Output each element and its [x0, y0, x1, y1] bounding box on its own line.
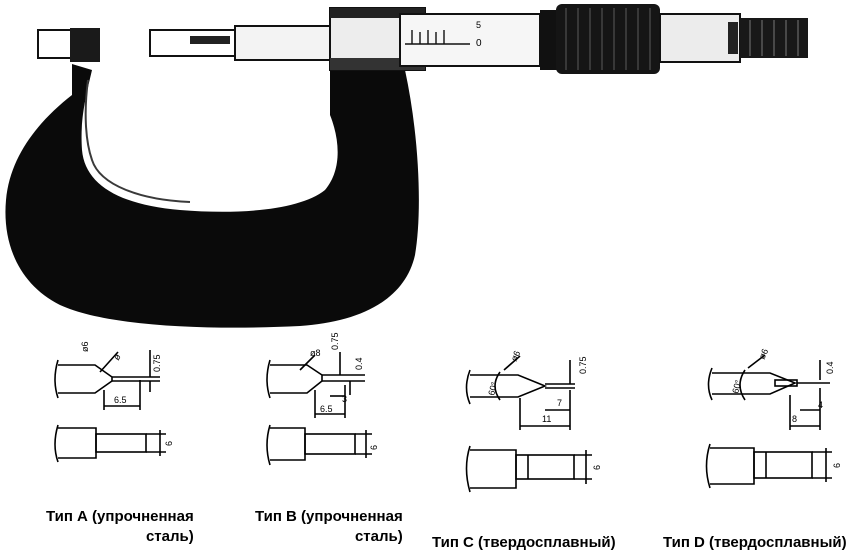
caption-type-d: Тип D (твердосплавный) — [663, 533, 847, 553]
dim-label: 60° — [486, 380, 499, 396]
dim-label: 7 — [557, 398, 562, 408]
caption-type-b: Тип В (упрочненная сталь) — [255, 507, 403, 547]
knurled-thimble — [556, 4, 660, 74]
dim-label: 3 — [342, 394, 347, 404]
caption-type-d-line1: Тип D (твердосплавный) — [663, 534, 847, 551]
dim-label: ø8 — [310, 348, 321, 358]
dim-label: ø — [111, 351, 123, 362]
type-c-drawing — [465, 355, 592, 493]
dim-label: 11 — [542, 414, 551, 424]
caption-type-a-line1: Тип А (упрочненная — [46, 508, 194, 525]
caption-type-a: Тип А (упрочненная сталь) — [46, 507, 194, 547]
dim-label: 0.75 — [578, 356, 588, 374]
thimble-scale-mark: 5 — [476, 20, 481, 30]
caption-type-b-line1: Тип В (упрочненная — [255, 508, 403, 525]
type-b-dimensions: ø8 0.75 0.4 3 6.5 6 — [310, 332, 379, 450]
type-c-dimensions: ø6 60° 0.75 7 11 6 — [486, 349, 602, 470]
dim-label: ø6 — [757, 347, 771, 361]
dim-label: 0.4 — [354, 357, 364, 370]
type-d-dimensions: ø6 60° 0.4 4 8 6 — [730, 347, 842, 468]
dim-label: 4 — [818, 400, 823, 410]
dim-label: 6.5 — [114, 395, 127, 405]
dim-label: ø6 — [80, 341, 90, 352]
thimble-scale-label: 0 — [476, 38, 482, 49]
dim-label: 6 — [164, 441, 174, 446]
dim-label: ø6 — [509, 349, 523, 363]
dim-label: 6 — [592, 465, 602, 470]
caption-type-b-line2: сталь) — [354, 528, 403, 545]
dim-label: 0.75 — [152, 354, 162, 372]
type-a-dimensions: ø6 ø 0.75 6.5 6 — [80, 341, 174, 446]
dim-label: 6 — [369, 445, 379, 450]
caption-type-c: Тип С (твердосплавный) — [432, 533, 616, 553]
caption-type-c-line1: Тип С (твердосплавный) — [432, 534, 616, 551]
dim-label: 6 — [832, 463, 842, 468]
dim-label: 6.5 — [320, 404, 333, 414]
micrometer-illustration: 0 5 — [5, 4, 808, 328]
dim-label: 0.75 — [330, 332, 340, 350]
dim-label: 0.4 — [825, 361, 835, 374]
thimble — [399, 13, 541, 67]
type-b-drawing — [266, 352, 372, 466]
type-d-drawing — [705, 354, 832, 489]
dim-label: 60° — [730, 378, 743, 394]
micrometer-frame — [5, 64, 419, 328]
dim-label: 8 — [792, 414, 797, 424]
caption-type-a-line2: сталь) — [145, 528, 194, 545]
type-a-drawing — [54, 350, 166, 463]
